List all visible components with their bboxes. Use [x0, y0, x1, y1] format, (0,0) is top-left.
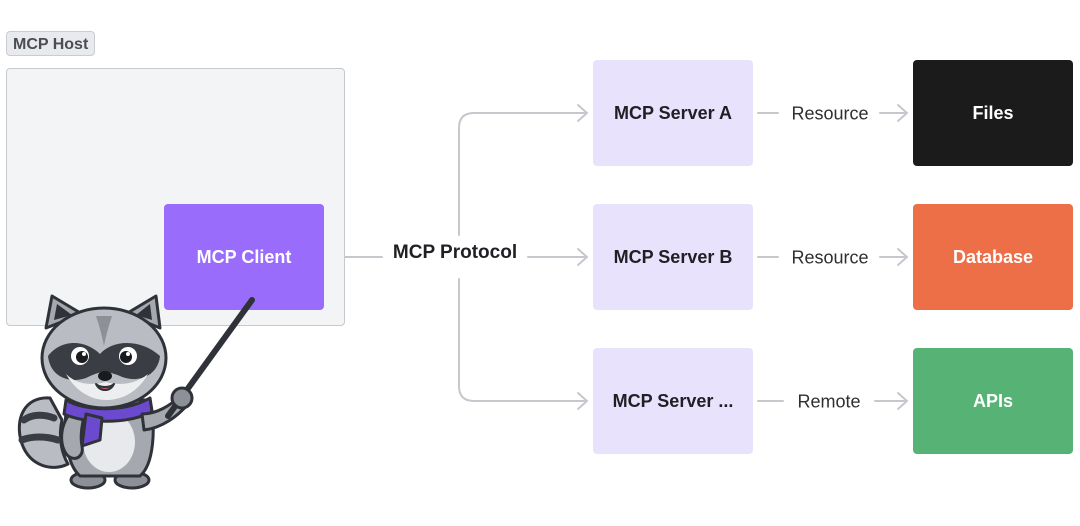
arrowhead-database — [897, 248, 908, 266]
server-node-more[interactable]: MCP Server ... — [593, 348, 753, 454]
resource-apis[interactable]: APIs — [913, 348, 1073, 454]
connection-label-b: Resource — [789, 247, 871, 269]
branch-to-server-c-line — [458, 278, 587, 402]
server-node-a[interactable]: MCP Server A — [593, 60, 753, 166]
resource-files[interactable]: Files — [913, 60, 1073, 166]
connection-label-c: Remote — [795, 391, 863, 413]
arrowhead-server-c — [577, 392, 588, 410]
client-node[interactable]: MCP Client — [164, 204, 324, 310]
server-node-b[interactable]: MCP Server B — [593, 204, 753, 310]
arrowhead-files — [897, 104, 908, 122]
resource-database[interactable]: Database — [913, 204, 1073, 310]
protocol-label: MCP Protocol — [388, 242, 522, 264]
connection-label-a: Resource — [789, 103, 871, 125]
raccoon-mascot-icon — [17, 294, 255, 490]
host-label: MCP Host — [6, 31, 96, 56]
arrowhead-server-a — [577, 104, 588, 122]
branch-to-server-a-line — [458, 112, 587, 236]
arrowhead-server-b — [577, 248, 588, 266]
arrowhead-apis — [897, 392, 908, 410]
